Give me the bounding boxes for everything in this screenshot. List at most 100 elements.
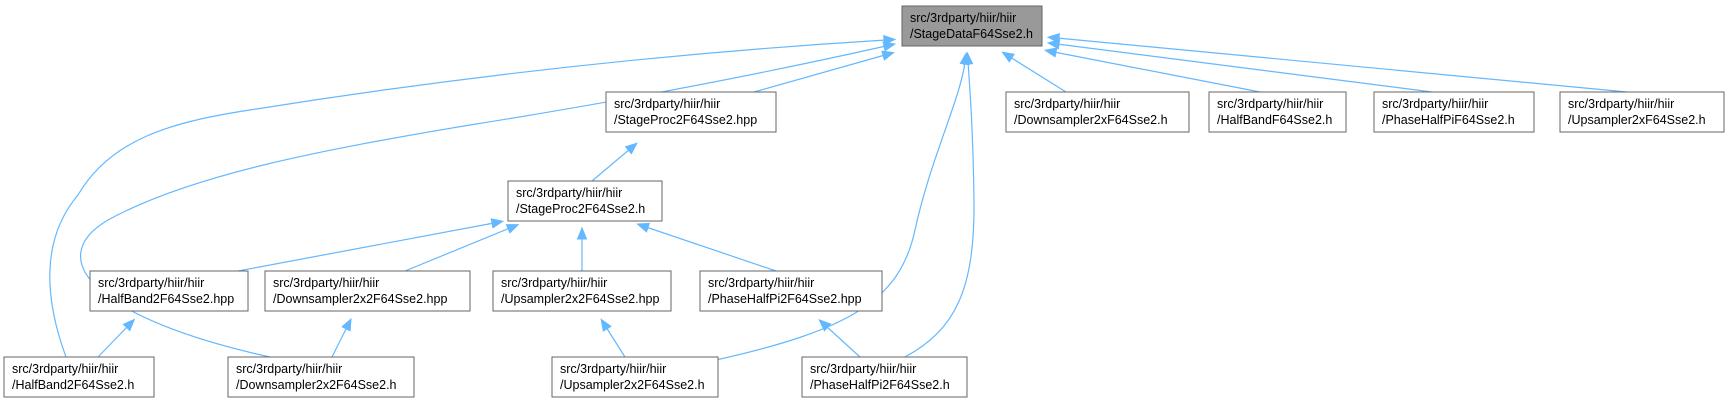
node-down2x2_h[interactable]: src/3rdparty/hiir/hiir/Downsampler2x2F64…: [227, 356, 415, 398]
edge-line: [1053, 51, 1261, 93]
node-label-path: src/3rdparty/hiir/hiir: [910, 11, 1016, 25]
node-label-file: /StageProc2F64Sse2.h: [516, 202, 645, 216]
node-label-file: /HalfBand2F64Sse2.hpp: [98, 292, 234, 306]
node-phasehalfpi[interactable]: src/3rdparty/hiir/hiir/PhaseHalfPiF64Sse…: [1373, 91, 1535, 133]
node-box: [89, 270, 249, 312]
node-stageproc_h[interactable]: src/3rdparty/hiir/hiir/StageProc2F64Sse2…: [507, 180, 663, 222]
edge-line: [49, 39, 887, 358]
edge-phasehalfpi-to-stagedata: [1046, 39, 1433, 93]
node-box: [1373, 91, 1535, 133]
node-phase2_hpp[interactable]: src/3rdparty/hiir/hiir/PhaseHalfPi2F64Ss…: [699, 270, 883, 312]
node-box: [507, 180, 663, 222]
arrowhead: [962, 51, 974, 65]
edge-line: [237, 222, 495, 272]
node-halfband[interactable]: src/3rdparty/hiir/hiir/HalfBandF64Sse2.h: [1208, 91, 1347, 133]
node-label-path: src/3rdparty/hiir/hiir: [273, 276, 379, 290]
node-label-path: src/3rdparty/hiir/hiir: [810, 362, 916, 376]
arrowhead: [341, 317, 352, 332]
arrowhead: [1046, 33, 1060, 44]
edge-line: [715, 61, 966, 361]
node-label-file: /Downsampler2x2F64Sse2.hpp: [273, 292, 447, 306]
node-label-file: /StageDataF64Sse2.h: [910, 27, 1033, 41]
edge-phase2_h-to-phase2_hpp: [818, 319, 861, 358]
node-phase2_h[interactable]: src/3rdparty/hiir/hiir/PhaseHalfPi2F64Ss…: [801, 356, 968, 398]
node-label-file: /Upsampler2xF64Sse2.h: [1568, 113, 1706, 127]
edge-upsampler2x-to-stagedata: [1046, 33, 1628, 93]
node-box: [901, 5, 1043, 47]
arrowhead: [624, 142, 638, 155]
edge-phase2_h-to-stagedata: [904, 51, 975, 358]
edge-line: [591, 148, 631, 182]
node-label-path: src/3rdparty/hiir/hiir: [614, 97, 720, 111]
arrowhead: [122, 318, 136, 332]
arrowhead: [1043, 47, 1058, 58]
edge-down2x2_hpp-to-stageproc_h: [404, 224, 520, 272]
node-label-file: /Upsampler2x2F64Sse2.h: [560, 378, 705, 392]
edge-stageproc_hpp-to-stagedata: [753, 50, 895, 93]
edge-downsampler2x-to-stagedata: [1001, 51, 1067, 93]
edge-line: [1056, 37, 1628, 93]
edge-line: [404, 227, 511, 272]
edge-down2x2_h-to-down2x2_hpp: [331, 317, 352, 358]
node-down2x2_hpp[interactable]: src/3rdparty/hiir/hiir/Downsampler2x2F64…: [264, 270, 471, 312]
node-box: [264, 270, 471, 312]
file-nodes: src/3rdparty/hiir/hiir/StageDataF64Sse2.…: [3, 5, 1725, 398]
edge-halfband2_hpp-to-stageproc_h: [237, 218, 505, 272]
node-label-file: /Downsampler2x2F64Sse2.h: [236, 378, 397, 392]
node-box: [605, 91, 777, 133]
node-label-path: src/3rdparty/hiir/hiir: [1382, 97, 1488, 111]
node-downsampler2x[interactable]: src/3rdparty/hiir/hiir/Downsampler2xF64S…: [1005, 91, 1190, 133]
edge-line: [97, 325, 129, 358]
edge-up2x2_hpp-to-stageproc_h: [576, 226, 588, 271]
edge-halfband2_h-to-halfband2_hpp: [97, 318, 136, 358]
edge-line: [753, 54, 886, 93]
edge-line: [825, 325, 861, 358]
node-label-file: /HalfBand2F64Sse2.h: [12, 378, 134, 392]
node-label-file: /PhaseHalfPi2F64Sse2.h: [810, 378, 950, 392]
node-label-file: /PhaseHalfPiF64Sse2.h: [1382, 113, 1515, 127]
arrowhead: [600, 318, 612, 332]
arrowhead: [490, 218, 505, 229]
node-halfband2_hpp[interactable]: src/3rdparty/hiir/hiir/HalfBand2F64Sse2.…: [89, 270, 249, 312]
arrowhead: [818, 319, 832, 332]
node-up2x2_h[interactable]: src/3rdparty/hiir/hiir/Upsampler2x2F64Ss…: [551, 356, 719, 398]
node-label-path: src/3rdparty/hiir/hiir: [12, 362, 118, 376]
node-box: [801, 356, 968, 398]
arrowhead: [1001, 51, 1015, 63]
node-label-path: src/3rdparty/hiir/hiir: [1568, 97, 1674, 111]
node-label-path: src/3rdparty/hiir/hiir: [708, 276, 814, 290]
node-label-file: /StageProc2F64Sse2.hpp: [614, 113, 757, 127]
edge-line: [645, 226, 777, 272]
node-label-file: /Upsampler2x2F64Sse2.hpp: [501, 292, 659, 306]
node-halfband2_h[interactable]: src/3rdparty/hiir/hiir/HalfBand2F64Sse2.…: [3, 356, 155, 398]
edge-line: [1009, 56, 1067, 93]
edge-line: [1056, 43, 1433, 93]
node-box: [1005, 91, 1190, 133]
node-label-file: /PhaseHalfPi2F64Sse2.hpp: [708, 292, 862, 306]
node-box: [551, 356, 719, 398]
edge-stageproc_h-to-stageproc_hpp: [591, 142, 638, 182]
node-label-path: src/3rdparty/hiir/hiir: [560, 362, 666, 376]
node-label-path: src/3rdparty/hiir/hiir: [501, 276, 607, 290]
node-stageproc_hpp[interactable]: src/3rdparty/hiir/hiir/StageProc2F64Sse2…: [605, 91, 777, 133]
node-label-path: src/3rdparty/hiir/hiir: [1014, 97, 1120, 111]
edge-up2x2_h-to-up2x2_hpp: [600, 318, 626, 358]
node-label-path: src/3rdparty/hiir/hiir: [98, 276, 204, 290]
node-box: [3, 356, 155, 398]
node-label-path: src/3rdparty/hiir/hiir: [1217, 97, 1323, 111]
node-label-path: src/3rdparty/hiir/hiir: [516, 186, 622, 200]
node-box: [227, 356, 415, 398]
arrowhead: [882, 41, 897, 52]
edge-halfband-to-stagedata: [1043, 47, 1261, 93]
arrowhead: [505, 224, 520, 234]
arrowhead: [576, 226, 588, 240]
node-label-file: /Downsampler2xF64Sse2.h: [1014, 113, 1168, 127]
node-upsampler2x[interactable]: src/3rdparty/hiir/hiir/Upsampler2xF64Sse…: [1559, 91, 1725, 133]
arrowhead: [636, 222, 651, 233]
edge-line: [331, 326, 348, 358]
node-label-path: src/3rdparty/hiir/hiir: [236, 362, 342, 376]
node-stagedata[interactable]: src/3rdparty/hiir/hiir/StageDataF64Sse2.…: [901, 5, 1043, 47]
node-box: [1559, 91, 1725, 133]
node-up2x2_hpp[interactable]: src/3rdparty/hiir/hiir/Upsampler2x2F64Ss…: [492, 270, 672, 312]
